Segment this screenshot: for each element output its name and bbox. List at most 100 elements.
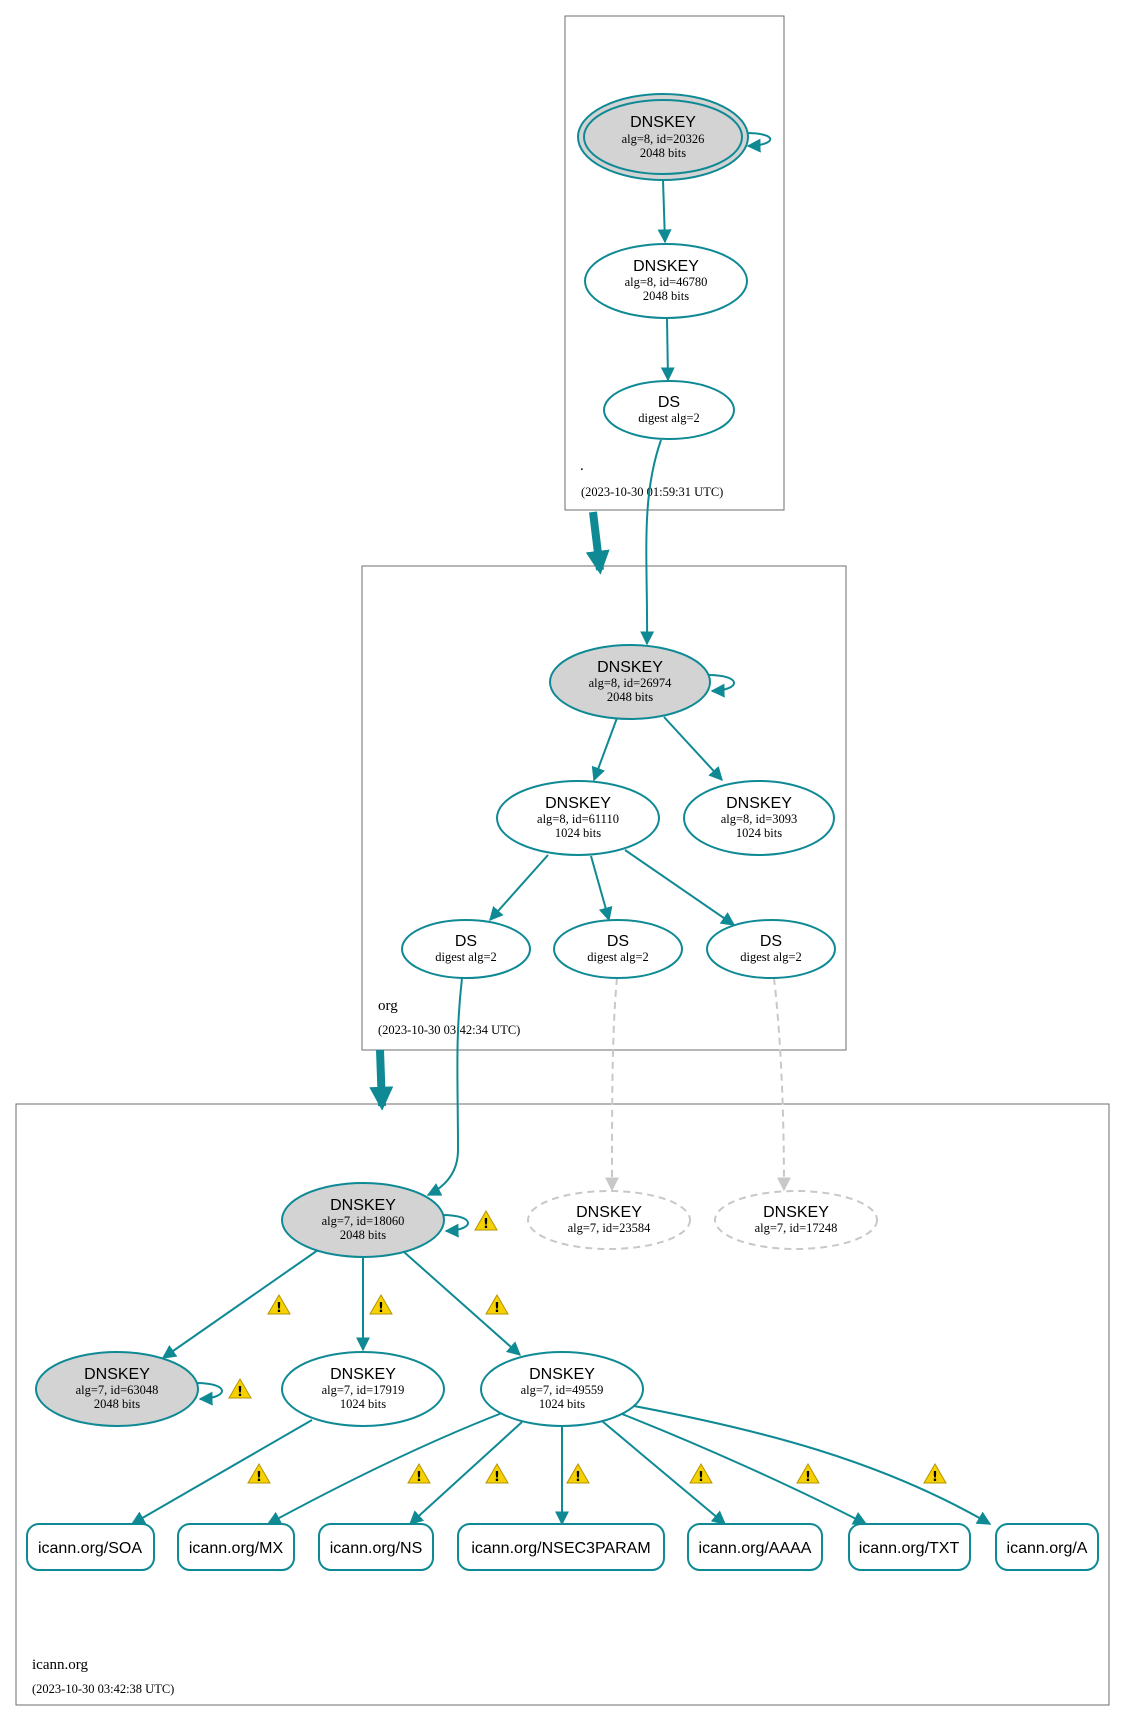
node-type: DNSKEY [529, 1366, 595, 1383]
zone-org-name: org [378, 998, 398, 1014]
rrset-label: icann.org/MX [189, 1540, 284, 1557]
node-type: DNSKEY [726, 795, 792, 812]
edge-deleg-root-to-org [585, 511, 610, 575]
node-key-info: alg=7, id=18060 [322, 1214, 405, 1228]
rrset-label: icann.org/A [1007, 1540, 1088, 1557]
edge-icann-ksk-self [441, 1214, 469, 1238]
rrset-mx[interactable]: icann.org/MX [177, 1523, 295, 1571]
edge-k49559-to-mx [266, 1412, 503, 1525]
node-type: DS [607, 933, 629, 950]
node-org-ds1[interactable]: DS digest alg=2 [401, 919, 531, 979]
node-icann-ksk[interactable]: DNSKEY alg=7, id=18060 2048 bits [281, 1182, 445, 1258]
edge-k17919-to-soa [130, 1419, 313, 1525]
node-key-info: alg=7, id=49559 [521, 1383, 604, 1397]
edge-k49559-to-ns [408, 1421, 523, 1525]
node-type: DNSKEY [633, 258, 699, 275]
rrset-soa[interactable]: icann.org/SOA [26, 1523, 155, 1571]
node-key-size: 2048 bits [640, 146, 686, 160]
node-org-ds3[interactable]: DS digest alg=2 [706, 919, 836, 979]
node-root-ds[interactable]: DS digest alg=2 [603, 380, 735, 440]
edges [130, 132, 992, 1526]
node-type: DNSKEY [763, 1204, 829, 1221]
node-key-info: alg=8, id=46780 [625, 275, 708, 289]
node-type: DS [760, 933, 782, 950]
rrset-a[interactable]: icann.org/A [995, 1523, 1099, 1571]
node-org-zsk2[interactable]: DNSKEY alg=8, id=3093 1024 bits [683, 780, 835, 856]
node-icann-missing-23584[interactable]: DNSKEY alg=7, id=23584 [527, 1190, 691, 1250]
rrset-label: icann.org/TXT [859, 1540, 960, 1557]
node-icann-k49559[interactable]: DNSKEY alg=7, id=49559 1024 bits [480, 1351, 644, 1427]
node-digest: digest alg=2 [638, 411, 700, 425]
node-key-size: 1024 bits [736, 826, 782, 840]
edge-org-zsk1-to-ds1 [489, 854, 549, 922]
edge-k63048-self [195, 1382, 223, 1406]
node-key-info: alg=8, id=26974 [589, 676, 673, 690]
zone-root-name: . [580, 458, 584, 474]
edge-org-ksk-to-zsk2 [663, 716, 723, 782]
node-type: DNSKEY [84, 1366, 150, 1383]
node-type: DNSKEY [330, 1366, 396, 1383]
node-key-size: 2048 bits [94, 1397, 140, 1411]
node-digest: digest alg=2 [435, 950, 497, 964]
zone-icann-name: icann.org [32, 1657, 88, 1673]
node-org-zsk1[interactable]: DNSKEY alg=8, id=61110 1024 bits [496, 780, 660, 856]
zone-icann-timestamp: (2023-10-30 03:42:38 UTC) [32, 1682, 174, 1696]
node-org-ksk[interactable]: DNSKEY alg=8, id=26974 2048 bits [549, 644, 711, 720]
node-key-size: 1024 bits [539, 1397, 585, 1411]
edge-org-ds1-to-icann-ksk [426, 977, 463, 1196]
node-key-size: 2048 bits [607, 690, 653, 704]
rrset-txt[interactable]: icann.org/TXT [848, 1523, 971, 1571]
edge-org-zsk1-to-ds2 [590, 855, 613, 922]
node-key-size: 1024 bits [340, 1397, 386, 1411]
rrset-label: icann.org/SOA [38, 1540, 142, 1557]
node-digest: digest alg=2 [740, 950, 802, 964]
node-type: DNSKEY [545, 795, 611, 812]
zone-org-timestamp: (2023-10-30 03:42:34 UTC) [378, 1023, 520, 1037]
edge-root-ksk-to-zsk [657, 179, 672, 244]
node-root-ksk[interactable]: DNSKEY alg=8, id=20326 2048 bits [577, 93, 749, 181]
node-key-size: 1024 bits [555, 826, 601, 840]
edge-k49559-to-txt [621, 1413, 868, 1525]
node-org-ds2[interactable]: DS digest alg=2 [553, 919, 683, 979]
edge-root-zsk-to-ds [660, 317, 675, 382]
rrset-label: icann.org/AAAA [699, 1540, 812, 1557]
rrset-label: icann.org/NSEC3PARAM [471, 1540, 650, 1557]
rrset-label: icann.org/NS [330, 1540, 423, 1557]
edge-k49559-to-aaaa [601, 1420, 727, 1525]
node-icann-k17919[interactable]: DNSKEY alg=7, id=17919 1024 bits [281, 1351, 445, 1427]
rrset-aaaa[interactable]: icann.org/AAAA [687, 1523, 823, 1571]
node-key-size: 2048 bits [340, 1228, 386, 1242]
node-key-info: alg=7, id=17919 [322, 1383, 405, 1397]
edge-root-ds-to-org-ksk [640, 439, 662, 646]
node-key-info: alg=8, id=61110 [537, 812, 619, 826]
node-root-zsk[interactable]: DNSKEY alg=8, id=46780 2048 bits [584, 243, 748, 319]
node-key-size: 2048 bits [643, 289, 689, 303]
node-key-info: alg=7, id=17248 [755, 1221, 838, 1235]
edge-org-ksk-self [707, 674, 735, 698]
edge-icann-ksk-to-k49559 [403, 1251, 522, 1356]
edge-icann-ksk-to-k63048 [161, 1249, 319, 1359]
node-icann-k63048[interactable]: DNSKEY alg=7, id=63048 2048 bits [35, 1351, 199, 1427]
node-key-info: alg=7, id=23584 [568, 1221, 652, 1235]
node-key-info: alg=7, id=63048 [76, 1383, 159, 1397]
node-type: DS [658, 394, 680, 411]
edge-org-zsk1-to-ds3 [624, 849, 736, 926]
zone-root-timestamp: (2023-10-30 01:59:31 UTC) [581, 485, 723, 499]
node-type: DS [455, 933, 477, 950]
edge-deleg-org-to-icann [369, 1049, 394, 1111]
edge-org-ds3-to-missing2 [773, 977, 791, 1192]
node-type: DNSKEY [597, 659, 663, 676]
node-digest: digest alg=2 [587, 950, 649, 964]
edge-org-ds2-to-missing1 [605, 977, 620, 1192]
edge-org-ksk-to-zsk1 [591, 717, 618, 782]
node-key-info: alg=8, id=3093 [721, 812, 798, 826]
edge-root-ksk-self [745, 132, 772, 153]
node-type: DNSKEY [576, 1204, 642, 1221]
node-type: DNSKEY [630, 114, 696, 131]
node-key-info: alg=8, id=20326 [622, 132, 705, 146]
edge-k49559-to-a [633, 1405, 992, 1525]
rrset-ns[interactable]: icann.org/NS [318, 1523, 434, 1571]
rrset-nsec3param[interactable]: icann.org/NSEC3PARAM [457, 1523, 665, 1571]
node-icann-missing-17248[interactable]: DNSKEY alg=7, id=17248 [714, 1190, 878, 1250]
